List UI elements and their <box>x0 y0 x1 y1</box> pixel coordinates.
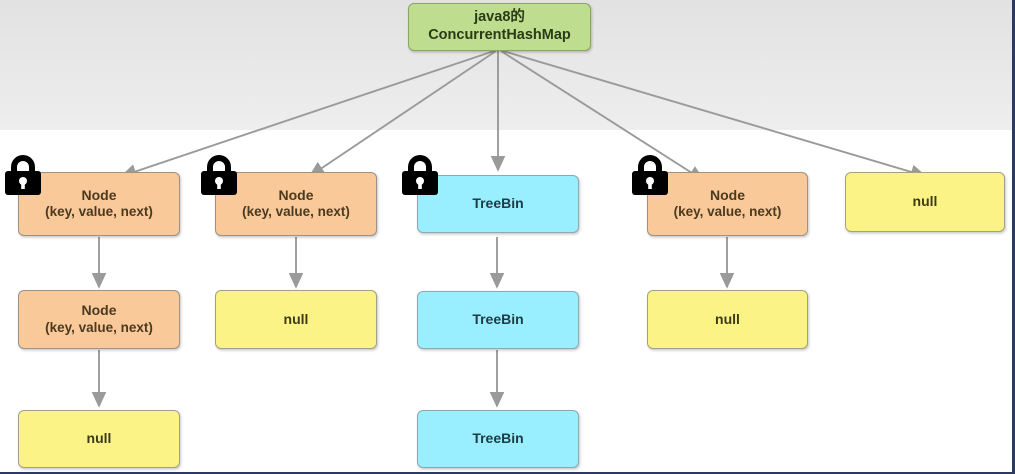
bucket-0-node-2-label: null <box>86 430 112 447</box>
bucket-3-node-0[interactable]: Node (key, value, next) <box>647 172 808 236</box>
padlock-icon <box>201 155 237 195</box>
padlock-icon <box>402 155 438 195</box>
bucket-1-node-0[interactable]: Node (key, value, next) <box>215 172 377 236</box>
bucket-3-node-1-null[interactable]: null <box>647 290 808 349</box>
bucket-0-node-1-line1: Node <box>81 302 117 319</box>
edge-root-to-bucket-1 <box>308 50 497 177</box>
bucket-2-node-2-label: TreeBin <box>472 430 524 447</box>
bucket-1-node-1-label: null <box>283 310 309 327</box>
bucket-0-node-0[interactable]: Node (key, value, next) <box>18 172 180 236</box>
bucket-3-node-0-line1: Node <box>710 186 745 203</box>
bucket-0-node-2-null[interactable]: null <box>18 410 180 468</box>
edge-root-to-bucket-0 <box>120 50 495 179</box>
edge-root-to-bucket-4 <box>502 50 927 180</box>
root-node-concurrenthashmap[interactable]: java8的 ConcurrentHashMap <box>408 3 591 51</box>
bucket-4-node-0-null[interactable]: null <box>845 172 1005 232</box>
bucket-2-node-0-label: TreeBin <box>472 195 524 212</box>
bucket-0-node-0-line1: Node <box>81 186 117 203</box>
root-node-line2: ConcurrentHashMap <box>428 27 571 43</box>
bucket-2-node-1-treebin[interactable]: TreeBin <box>417 291 579 349</box>
bucket-1-node-0-line1: Node <box>278 186 314 203</box>
bucket-2-node-2-treebin[interactable]: TreeBin <box>417 410 579 468</box>
padlock-icon <box>632 155 668 195</box>
bucket-0-node-1-line2: (key, value, next) <box>45 319 153 335</box>
padlock-icon <box>5 155 41 195</box>
bucket-3-node-0-line2: (key, value, next) <box>673 204 782 220</box>
bucket-0-node-1[interactable]: Node (key, value, next) <box>18 290 180 349</box>
bucket-2-node-0-treebin[interactable]: TreeBin <box>417 175 579 233</box>
bucket-1-node-0-line2: (key, value, next) <box>242 204 350 220</box>
root-node-line1: java8的 <box>474 9 525 26</box>
bucket-3-node-1-label: null <box>715 310 740 327</box>
bucket-2-node-1-label: TreeBin <box>472 311 524 328</box>
edge-root-to-bucket-3 <box>500 50 705 181</box>
bucket-0-node-0-line2: (key, value, next) <box>45 204 153 220</box>
bucket-4-node-0-label: null <box>912 193 938 210</box>
bucket-1-node-1-null[interactable]: null <box>215 290 377 349</box>
